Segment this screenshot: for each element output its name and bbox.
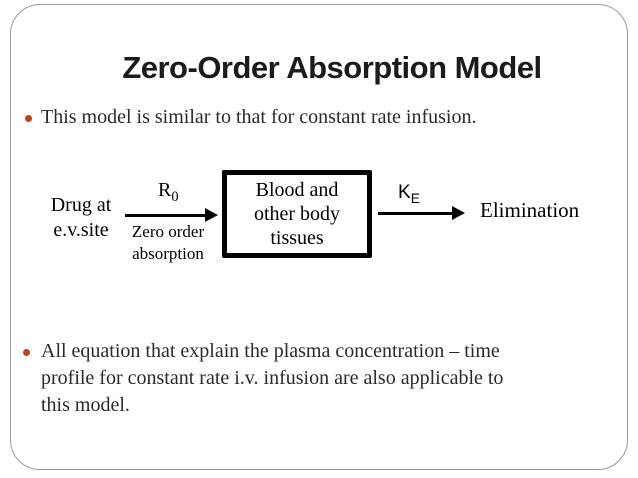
absorption-arrow (125, 214, 207, 217)
absorption-caption-line2: absorption (132, 244, 204, 263)
bullet-text: This model is similar to that for consta… (41, 104, 476, 131)
box-line2: other body (253, 203, 341, 225)
elim-rate-symbol: K (398, 182, 411, 203)
elimination-label: Elimination (480, 198, 580, 222)
absorption-caption-line1: Zero order (131, 222, 205, 241)
absorption-arrowhead-icon (205, 208, 218, 222)
bullet-text: All equation that explain the plasma con… (41, 338, 503, 419)
box-line1: Blood and (255, 179, 339, 201)
elimination-rate-constant: KE (398, 182, 420, 206)
absorption-rate-constant: R0 (158, 179, 179, 206)
elim-rate-subscript: E (410, 190, 420, 206)
bullet-line: All equation that explain the plasma con… (41, 340, 500, 362)
bullet-dot-icon (23, 349, 30, 356)
elimination-arrow (378, 212, 454, 215)
box-line3: tissues (270, 227, 324, 249)
central-compartment-box: Blood and other body tissues (222, 170, 372, 258)
absorption-caption: Zero order absorption (120, 221, 216, 265)
bullet-dot-icon (25, 115, 32, 122)
bullet-line: this model. (41, 394, 130, 416)
drug-source-line1: Drug at (50, 194, 112, 216)
absorption-model-diagram: Drug at e.v.site R0 Zero order absorptio… (0, 165, 638, 273)
rate-symbol: R (158, 179, 172, 201)
slide-title: Zero-Order Absorption Model (122, 50, 542, 85)
bullet-line: profile for constant rate i.v. infusion … (41, 367, 504, 389)
slide-frame (10, 4, 628, 470)
drug-source-label: Drug at e.v.site (44, 193, 118, 243)
drug-source-line2: e.v.site (53, 219, 109, 241)
rate-subscript: 0 (171, 189, 179, 205)
bullet-line: This model is similar to that for consta… (41, 106, 477, 128)
elimination-arrowhead-icon (452, 206, 465, 220)
